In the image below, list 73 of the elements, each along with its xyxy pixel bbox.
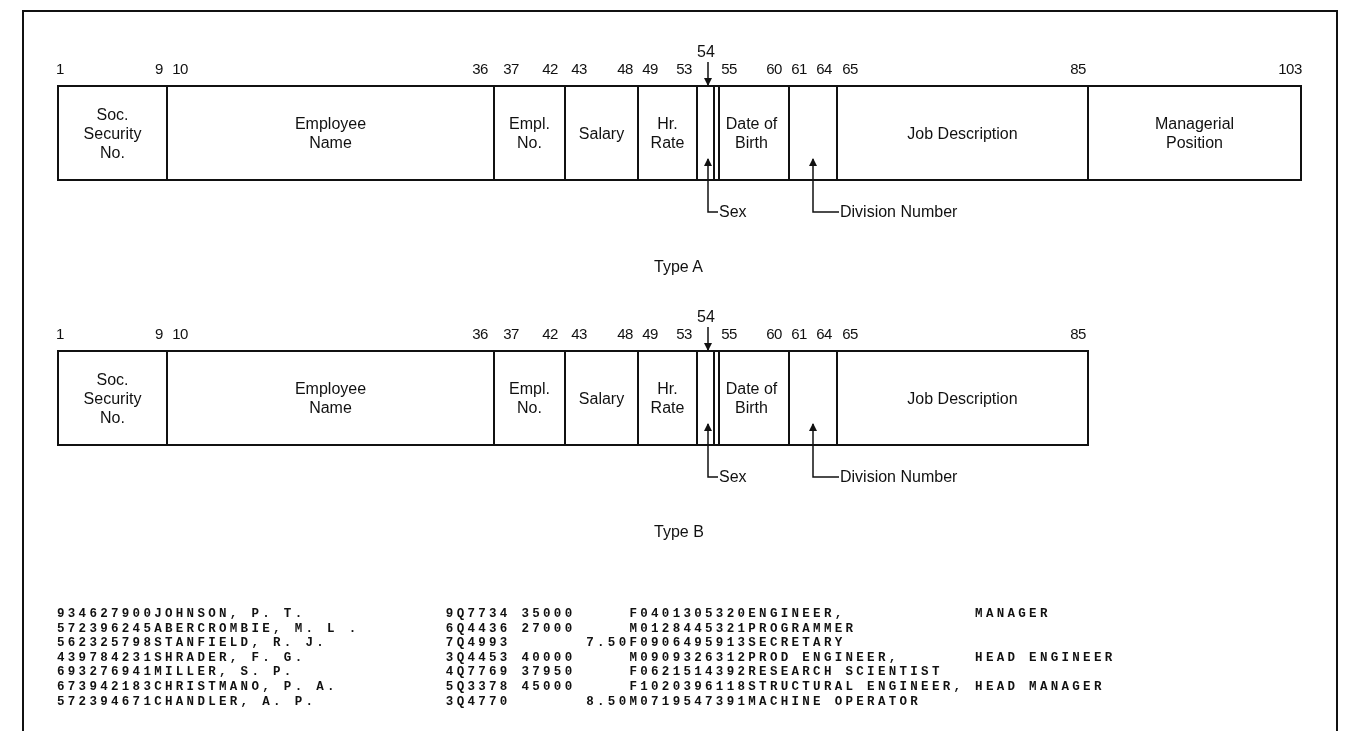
column-number: 64	[816, 60, 832, 77]
record-field: Job Description	[836, 85, 1089, 181]
column-number: 61	[791, 325, 807, 342]
column-number: 36	[472, 325, 488, 342]
record-field	[696, 350, 720, 446]
column-number: 42	[542, 325, 558, 342]
leader-arrow	[704, 61, 712, 86]
column-number: 55	[721, 325, 737, 342]
column-number: 10	[172, 325, 188, 342]
record-field: Soc. Security No.	[57, 350, 168, 446]
field-label: Division Number	[840, 468, 958, 486]
field-label: Sex	[719, 203, 747, 221]
column-number: 49	[642, 325, 658, 342]
column-number: 1	[56, 325, 64, 342]
record-field	[788, 85, 838, 181]
leader-arrow	[704, 423, 719, 478]
record-field	[696, 85, 720, 181]
leader-arrow	[704, 158, 719, 213]
field-label: Division Number	[840, 203, 958, 221]
column-number: 61	[791, 60, 807, 77]
column-number: 55	[721, 60, 737, 77]
leader-arrow	[809, 158, 840, 213]
column-number: 85	[1070, 325, 1086, 342]
column-number: 10	[172, 60, 188, 77]
record-field: Salary	[564, 350, 639, 446]
record-type-caption: Type B	[654, 523, 704, 541]
column-number: 60	[766, 325, 782, 342]
data-record-line: 439784231SHRADER, F. G. 3Q4453 40000 M0909326312PROD ENGINEER, HEAD ENGINEER	[57, 650, 1116, 665]
column-number: 42	[542, 60, 558, 77]
record-field: Empl. No.	[493, 85, 566, 181]
record-field: Managerial Position	[1087, 85, 1302, 181]
record-field: Date of Birth	[713, 350, 790, 446]
column-number: 85	[1070, 60, 1086, 77]
column-number: 54	[697, 43, 715, 61]
column-number: 103	[1278, 60, 1302, 77]
column-number: 53	[676, 60, 692, 77]
record-field: Salary	[564, 85, 639, 181]
column-number: 53	[676, 325, 692, 342]
column-number: 36	[472, 60, 488, 77]
record-field: Hr. Rate	[637, 350, 698, 446]
column-number: 9	[155, 60, 163, 77]
column-number: 48	[617, 325, 633, 342]
column-number: 48	[617, 60, 633, 77]
leader-arrow	[704, 326, 712, 351]
column-number: 43	[571, 60, 587, 77]
data-record-line: 693276941MILLER, S. P. 4Q7769 37950 F0621514392RESEARCH SCIENTIST	[57, 665, 943, 680]
column-number: 65	[842, 60, 858, 77]
record-field: Job Description	[836, 350, 1089, 446]
column-number: 49	[642, 60, 658, 77]
record-field: Employee Name	[166, 85, 495, 181]
column-number: 54	[697, 308, 715, 326]
column-number: 65	[842, 325, 858, 342]
record-field: Date of Birth	[713, 85, 790, 181]
record-field	[788, 350, 838, 446]
data-record-line: 673942183CHRISTMANO, P. A. 5Q3378 45000 F1020396118STRUCTURAL ENGINEER, HEAD MANAGER	[57, 680, 1105, 694]
record-field: Employee Name	[166, 350, 495, 446]
column-number: 37	[503, 325, 519, 342]
record-field: Empl. No.	[493, 350, 566, 446]
record-type-caption: Type A	[654, 258, 703, 276]
data-record-line: 572396245ABERCROMBIE, M. L . 6Q4436 27000 M0128445321PROGRAMMER	[57, 621, 857, 636]
record-field: Soc. Security No.	[57, 85, 168, 181]
data-record-line: 572394671CHANDLER, A. P. 3Q4770 8.50M0719547391MACHINE OPERATOR	[57, 694, 922, 709]
column-number: 60	[766, 60, 782, 77]
data-record-line: 562325798STANFIELD, R. J. 7Q4993 7.50F0906495913SECRETARY	[57, 636, 846, 651]
data-record-line: 934627900JOHNSON, P. T. 9Q7734 35000 F0401305320ENGINEER, MANAGER	[57, 607, 1051, 621]
column-number: 64	[816, 325, 832, 342]
column-number: 43	[571, 325, 587, 342]
leader-arrow	[809, 423, 840, 478]
record-field: Hr. Rate	[637, 85, 698, 181]
field-label: Sex	[719, 468, 747, 486]
column-number: 9	[155, 325, 163, 342]
column-number: 37	[503, 60, 519, 77]
column-number: 1	[56, 60, 64, 77]
